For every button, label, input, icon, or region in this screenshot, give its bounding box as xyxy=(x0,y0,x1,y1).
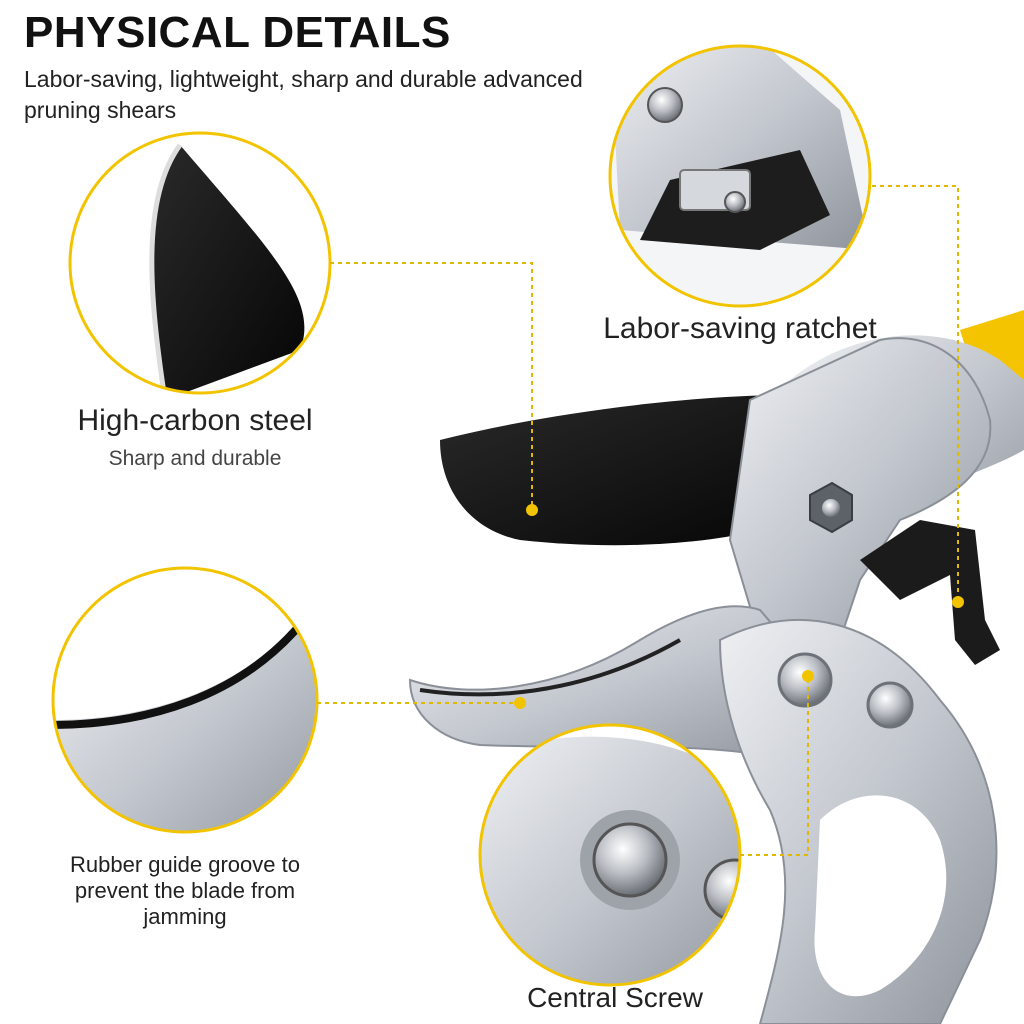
leader-lines xyxy=(317,185,959,856)
secondary-screw xyxy=(866,681,914,729)
page-subtitle: Labor-saving, lightweight, sharp and dur… xyxy=(24,66,583,123)
callout-groove-title: Rubber guide groove to prevent the blade… xyxy=(70,852,300,929)
detail-circle-groove xyxy=(51,566,319,834)
callout-steel-title: High-carbon steel xyxy=(77,404,313,437)
callout-screw-title: Central Screw xyxy=(527,982,703,1013)
guide-groove xyxy=(419,638,681,697)
page-title: PHYSICAL DETAILS xyxy=(24,8,451,57)
callout-ratchet-title: Labor-saving ratchet xyxy=(603,312,877,345)
detail-circle-blade xyxy=(68,131,332,395)
handle-cutout xyxy=(814,795,947,997)
detail-circle-screw xyxy=(478,723,742,987)
detail-circle-ratchet xyxy=(608,44,872,308)
callout-steel-subtitle: Sharp and durable xyxy=(108,447,282,470)
leader-dots xyxy=(514,504,964,709)
shear-head xyxy=(728,337,992,641)
ratchet-lever xyxy=(860,520,1000,665)
